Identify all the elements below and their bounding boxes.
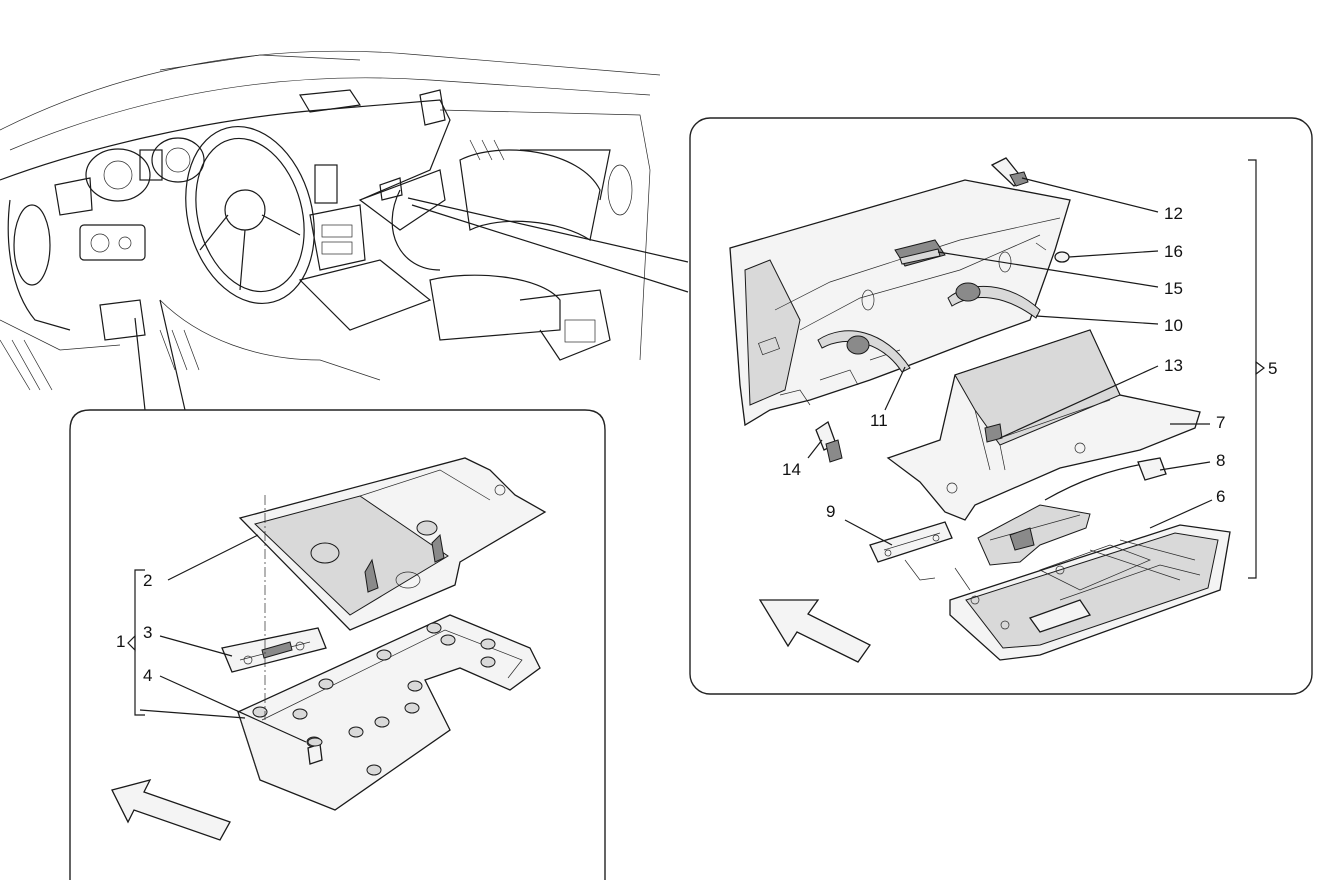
- detail-frame-left: [69, 409, 606, 880]
- front-direction-arrow-right: [758, 599, 871, 663]
- support-arm-part-10: [947, 282, 1041, 319]
- hinge-part: [221, 627, 327, 673]
- callout-7: 7: [1216, 413, 1225, 432]
- callout-16: 16: [1164, 242, 1183, 261]
- callout-4: 4: [143, 666, 152, 685]
- glovebox-housing-part: [729, 179, 1071, 427]
- callout-3: 3: [143, 623, 152, 642]
- callout-2: 2: [143, 571, 152, 590]
- glovebox-lid-part-6: [949, 524, 1231, 661]
- callout-1: 1: [116, 632, 125, 651]
- callout-10: 10: [1164, 316, 1183, 335]
- lamp-part-15: [894, 239, 946, 267]
- callout-5: 5: [1268, 359, 1277, 378]
- dashboard-overview: [0, 50, 689, 411]
- callout-15: 15: [1164, 279, 1183, 298]
- callout-13: 13: [1164, 356, 1183, 375]
- front-direction-arrow-left: [111, 779, 231, 841]
- switch-part-14: [815, 421, 843, 463]
- callout-12: 12: [1164, 204, 1183, 223]
- hinge-part-9: [869, 521, 953, 563]
- callout-8: 8: [1216, 451, 1225, 470]
- cable-part-8: [1044, 457, 1167, 501]
- glovebox-lid-upper-part: [238, 457, 547, 631]
- glovebox-tray-part-7: [886, 329, 1201, 521]
- lock-mechanism-part: [977, 504, 1091, 566]
- callout-9: 9: [826, 502, 835, 521]
- callout-6: 6: [1216, 487, 1225, 506]
- pin-part-12: [990, 157, 1029, 187]
- callout-11: 11: [870, 411, 888, 430]
- callout-14: 14: [782, 460, 801, 479]
- support-arm-part-11: [817, 330, 911, 373]
- rubber-buffer-part: [307, 737, 323, 765]
- detail-frame-right: [689, 117, 1313, 695]
